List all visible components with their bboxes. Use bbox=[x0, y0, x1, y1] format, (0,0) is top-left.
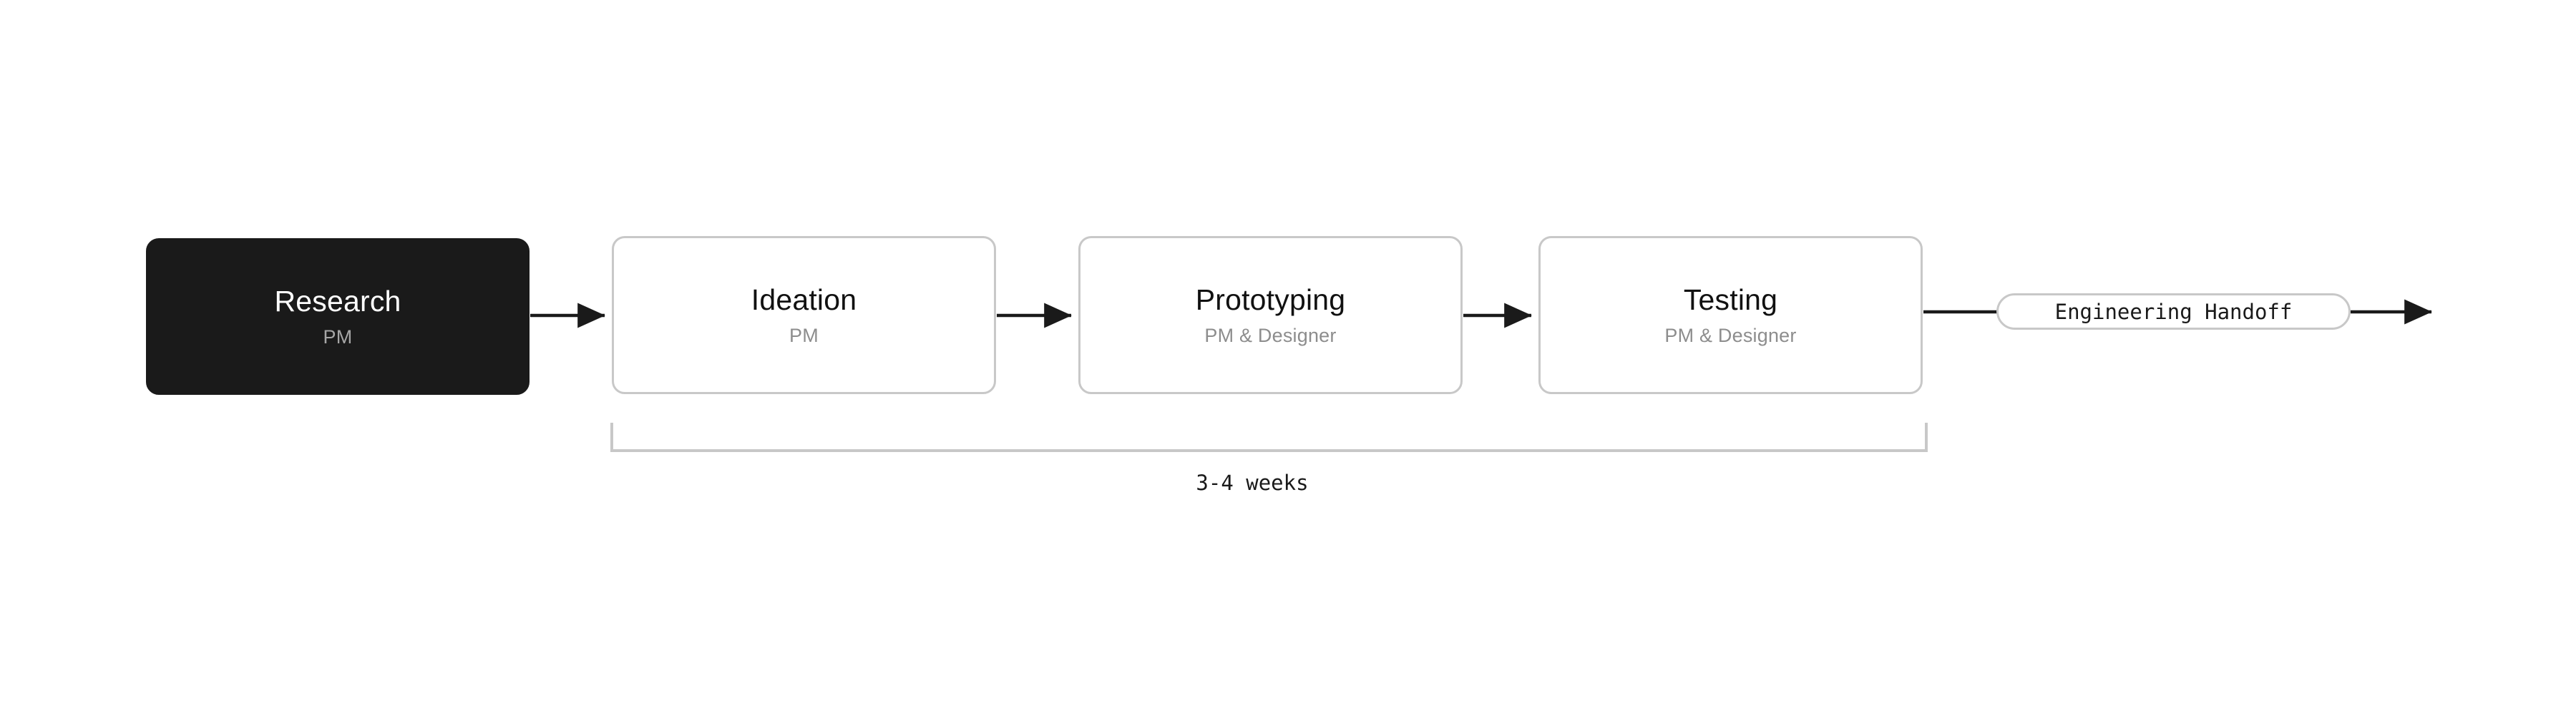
process-node-prototyping[interactable]: Prototyping PM & Designer bbox=[1078, 236, 1463, 394]
node-title: Research bbox=[274, 284, 401, 318]
node-title: Ideation bbox=[751, 283, 857, 316]
node-subtitle: PM bbox=[789, 324, 819, 346]
duration-bracket bbox=[610, 423, 1928, 452]
node-subtitle: PM & Designer bbox=[1204, 324, 1337, 346]
node-subtitle: PM bbox=[323, 325, 353, 348]
node-title: Prototyping bbox=[1195, 283, 1346, 316]
engineering-handoff-label: Engineering Handoff bbox=[2054, 299, 2293, 324]
process-node-testing[interactable]: Testing PM & Designer bbox=[1538, 236, 1923, 394]
process-node-research[interactable]: Research PM bbox=[146, 238, 530, 395]
process-node-ideation[interactable]: Ideation PM bbox=[612, 236, 996, 394]
node-title: Testing bbox=[1683, 283, 1778, 316]
node-subtitle: PM & Designer bbox=[1664, 324, 1797, 346]
engineering-handoff-pill[interactable]: Engineering Handoff bbox=[1996, 293, 2351, 330]
duration-bracket-label: 3-4 weeks bbox=[1196, 471, 1309, 495]
